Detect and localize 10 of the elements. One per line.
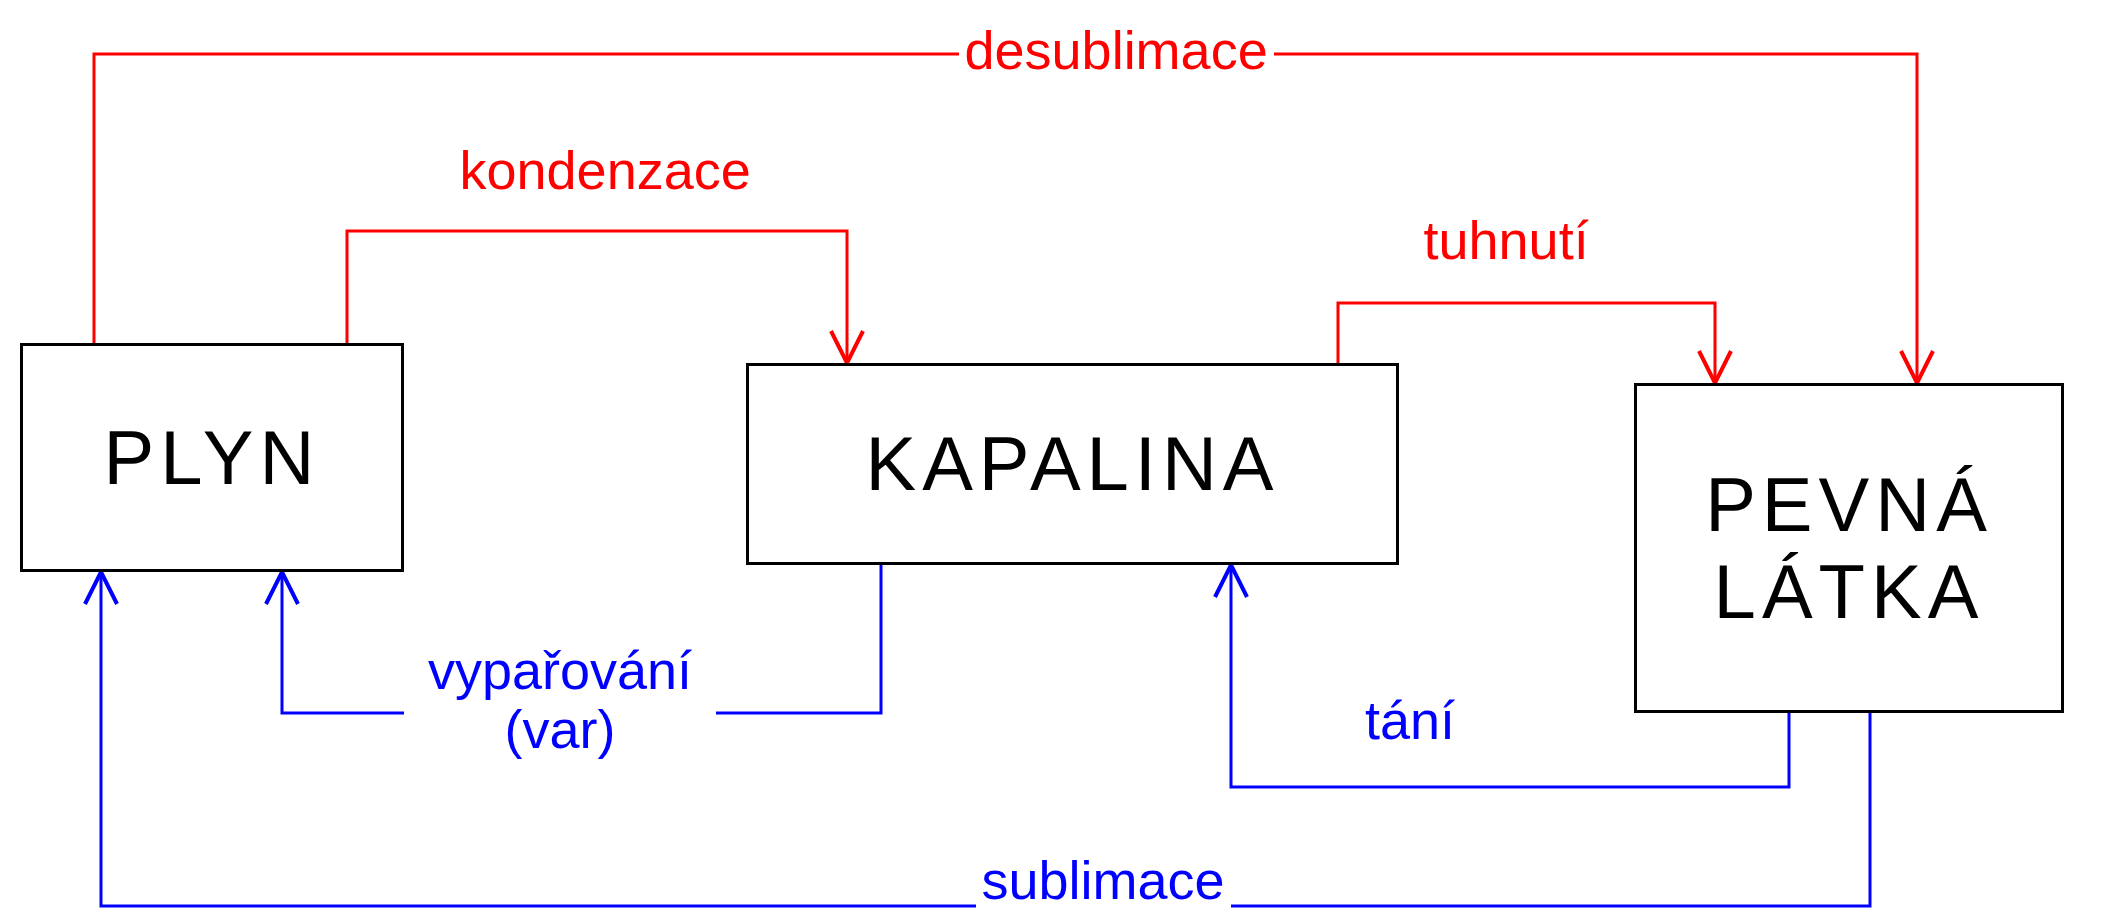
- state-label: KAPALINA: [865, 420, 1280, 508]
- arrow: [1336, 301, 1733, 385]
- state-box: [20, 343, 404, 572]
- arrow: [83, 570, 1872, 908]
- arrow: [345, 229, 865, 365]
- state-box: [1634, 383, 2064, 713]
- state-box: [746, 363, 1399, 565]
- state-label: PEVNÁ LÁTKA: [1704, 460, 1994, 636]
- arrow: [1213, 563, 1791, 789]
- state-label: PLYN: [103, 413, 321, 502]
